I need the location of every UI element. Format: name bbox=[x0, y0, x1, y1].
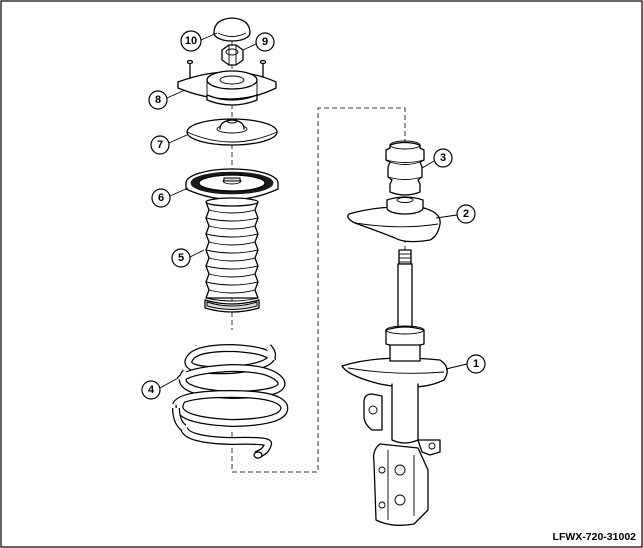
part-9-nut bbox=[221, 44, 244, 66]
leader-8 bbox=[166, 89, 186, 99]
bellows-base-band bbox=[206, 301, 258, 310]
bellows-top-rim bbox=[205, 197, 259, 207]
leader-9 bbox=[242, 43, 257, 51]
bellows-rib bbox=[205, 233, 259, 238]
callout-7-label: 7 bbox=[157, 139, 163, 151]
callout-2: 2 bbox=[456, 204, 476, 224]
part-8-strut-mount bbox=[177, 59, 277, 106]
callout-1: 1 bbox=[466, 354, 486, 374]
bellows-rib bbox=[208, 241, 256, 246]
part-7-spring-seat bbox=[186, 118, 278, 146]
callout-8: 8 bbox=[148, 90, 168, 110]
bellows-rib bbox=[208, 209, 256, 214]
leader-5 bbox=[189, 249, 205, 258]
leader-3 bbox=[421, 160, 435, 169]
callout-1-label: 1 bbox=[473, 358, 479, 370]
leader-2 bbox=[435, 214, 458, 219]
part-1-strut-body bbox=[341, 249, 448, 526]
callout-6-label: 6 bbox=[158, 192, 164, 204]
callout-9-label: 9 bbox=[262, 36, 268, 48]
leader-1 bbox=[445, 363, 468, 370]
callout-6: 6 bbox=[151, 188, 171, 208]
bellows-rib bbox=[208, 257, 256, 262]
leader-7 bbox=[168, 134, 188, 144]
bellows-rib bbox=[208, 289, 256, 294]
bellows-rib bbox=[205, 297, 259, 302]
dashed-connector-guide bbox=[231, 107, 406, 473]
leader-10 bbox=[200, 32, 218, 41]
callout-5: 5 bbox=[171, 248, 191, 268]
callout-9: 9 bbox=[255, 32, 275, 52]
part-2-lower-insulator bbox=[347, 196, 441, 243]
leader-4 bbox=[159, 377, 179, 389]
callout-2-label: 2 bbox=[463, 208, 469, 220]
figure-code: LFWX-720-31002 bbox=[553, 531, 637, 543]
callout-3-label: 3 bbox=[440, 152, 446, 164]
callout-10: 10 bbox=[180, 30, 202, 52]
callout-10-label: 10 bbox=[185, 35, 197, 47]
leader-6 bbox=[169, 187, 189, 197]
bellows-rib bbox=[205, 265, 259, 270]
part-10-cap bbox=[213, 17, 251, 42]
callout-4-label: 4 bbox=[148, 384, 155, 396]
part-4-coil-spring bbox=[172, 331, 289, 459]
bellows-rib bbox=[205, 249, 259, 254]
callout-8-label: 8 bbox=[155, 94, 161, 106]
part-5-bellows-boot bbox=[204, 197, 260, 313]
callout-4: 4 bbox=[141, 380, 161, 400]
callout-3: 3 bbox=[433, 148, 453, 168]
bellows-rib bbox=[205, 281, 259, 286]
callout-5-label: 5 bbox=[178, 252, 184, 264]
callout-7: 7 bbox=[150, 135, 170, 155]
part-3-bump-stop bbox=[385, 140, 425, 196]
bellows-rib bbox=[208, 273, 256, 278]
leader-lines bbox=[159, 32, 468, 389]
bellows-rib bbox=[208, 225, 256, 230]
part-6-spring-insulator bbox=[185, 168, 279, 201]
bellows-rib bbox=[205, 217, 259, 222]
